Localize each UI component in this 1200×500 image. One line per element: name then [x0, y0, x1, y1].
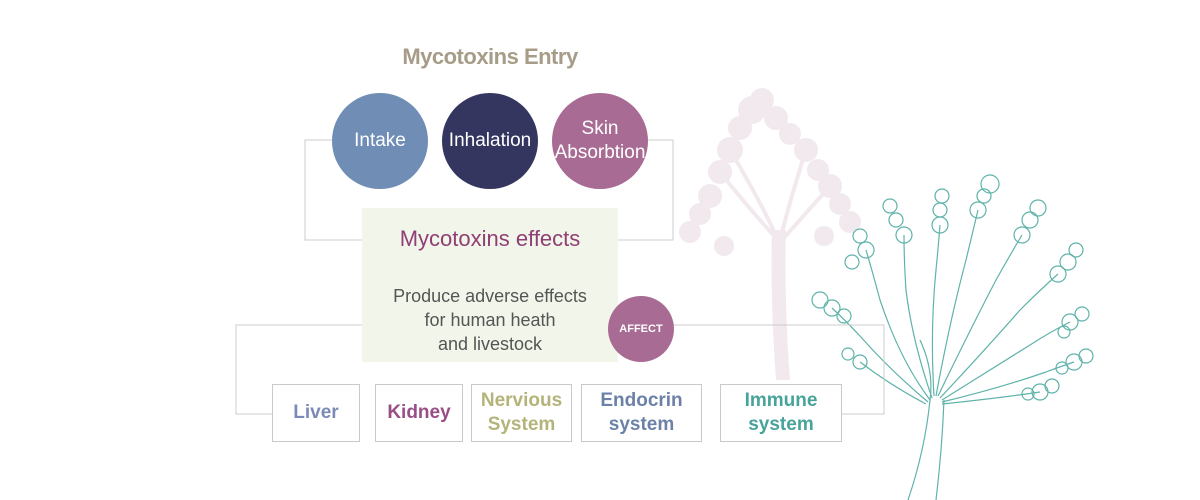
mold-icon [811, 174, 1094, 500]
effects-box [362, 208, 618, 362]
entry-skin-absorption: Skin Absorbtion [552, 93, 648, 189]
affect-badge: AFFECT [608, 296, 674, 362]
ghost-mold-icon [679, 88, 861, 380]
entry-inhalation: Inhalation [442, 93, 538, 189]
entry-intake: Intake [332, 93, 428, 189]
organ-label: Endocrin system [600, 390, 683, 435]
organ-label: Kidney [387, 402, 451, 423]
organ-liver: Liver [272, 384, 360, 442]
organ-nervous-system: Nervious System [471, 384, 572, 442]
diagram-title: Mycotoxins Entry [402, 44, 578, 69]
organ-immune-system: Immune system [720, 384, 842, 442]
entry-label: Inhalation [448, 130, 532, 151]
organ-label: Immune system [744, 390, 818, 435]
organ-label: Nervious System [480, 390, 563, 435]
entry-label: Skin Absorbtion [554, 118, 646, 163]
organ-endocrine-system: Endocrin system [581, 384, 702, 442]
organ-label: Liver [293, 402, 339, 423]
entry-label: Intake [354, 130, 406, 151]
effects-title: Mycotoxins effects [399, 226, 581, 251]
connector-lines [235, 139, 885, 415]
affect-label: AFFECT [619, 323, 663, 335]
effects-description: Produce adverse effects for human heath … [393, 286, 587, 354]
organ-kidney: Kidney [375, 384, 463, 442]
